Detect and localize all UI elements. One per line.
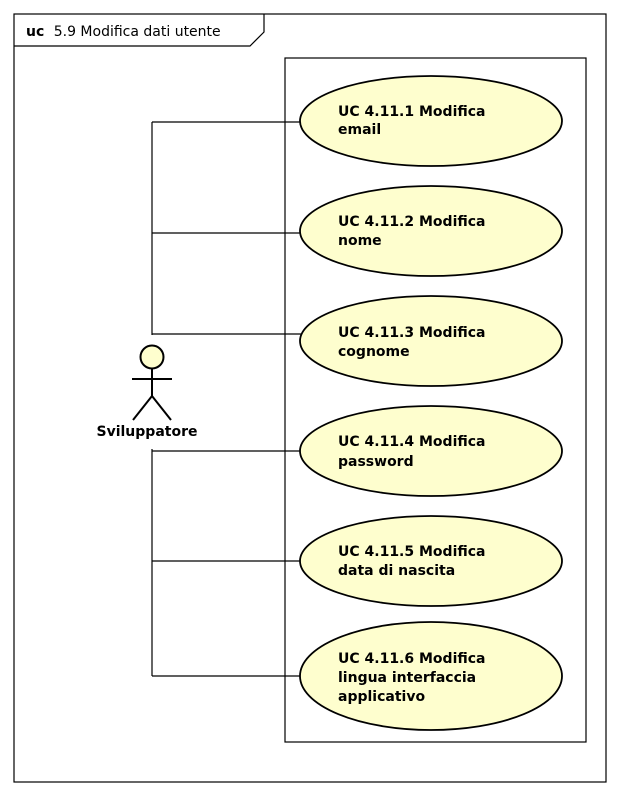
- actor-sviluppatore[interactable]: Sviluppatore: [97, 344, 198, 441]
- diagram-frame: [13, 13, 607, 783]
- use-case-label-line-1: UC 4.11.2 Modifica: [338, 214, 486, 230]
- use-case-ellipse: [299, 405, 563, 497]
- use-case-5[interactable]: UC 4.11.5 Modifica data di nascita: [299, 515, 563, 607]
- use-case-label-line-1: UC 4.11.6 Modifica: [338, 651, 486, 667]
- use-case-ellipse: [299, 621, 563, 731]
- frame-title: uc 5.9 Modifica dati utente: [26, 24, 221, 40]
- use-case-label-line-1: UC 4.11.1 Modifica: [338, 104, 486, 120]
- use-case-label-line-2: lingua interfaccia: [338, 670, 476, 686]
- frame-keyword: uc: [26, 24, 44, 40]
- use-case-6[interactable]: UC 4.11.6 Modifica lingua interfaccia ap…: [299, 621, 563, 731]
- frame-title-text: 5.9 Modifica dati utente: [54, 24, 221, 40]
- actor-left-leg: [132, 395, 153, 421]
- use-case-1[interactable]: UC 4.11.1 Modifica email: [299, 75, 563, 167]
- actor-head: [139, 344, 165, 370]
- use-case-label-line-3: applicativo: [338, 689, 425, 705]
- associations: [151, 121, 301, 677]
- actor-label: Sviluppatore: [97, 424, 198, 440]
- system-boundary: [284, 57, 587, 743]
- use-case-label-line-1: UC 4.11.4 Modifica: [338, 434, 486, 450]
- use-case-ellipse: [299, 185, 563, 277]
- use-case-ellipse: [299, 515, 563, 607]
- use-case-label-line-2: data di nascita: [338, 563, 455, 579]
- frame-title-tab: [14, 14, 265, 47]
- use-case-3[interactable]: UC 4.11.3 Modifica cognome: [299, 295, 563, 387]
- use-case-label-line-2: email: [338, 122, 381, 138]
- use-case-ellipse: [299, 75, 563, 167]
- use-case-label-line-1: UC 4.11.3 Modifica: [338, 325, 486, 341]
- use-case-label-line-2: password: [338, 454, 414, 470]
- use-case-label-line-2: nome: [338, 233, 382, 249]
- use-case-2[interactable]: UC 4.11.2 Modifica nome: [299, 185, 563, 277]
- use-case-label-line-1: UC 4.11.5 Modifica: [338, 544, 486, 560]
- use-case-4[interactable]: UC 4.11.4 Modifica password: [299, 405, 563, 497]
- actor-right-leg: [151, 395, 172, 421]
- use-case-ellipse: [299, 295, 563, 387]
- use-case-label-line-2: cognome: [338, 344, 410, 360]
